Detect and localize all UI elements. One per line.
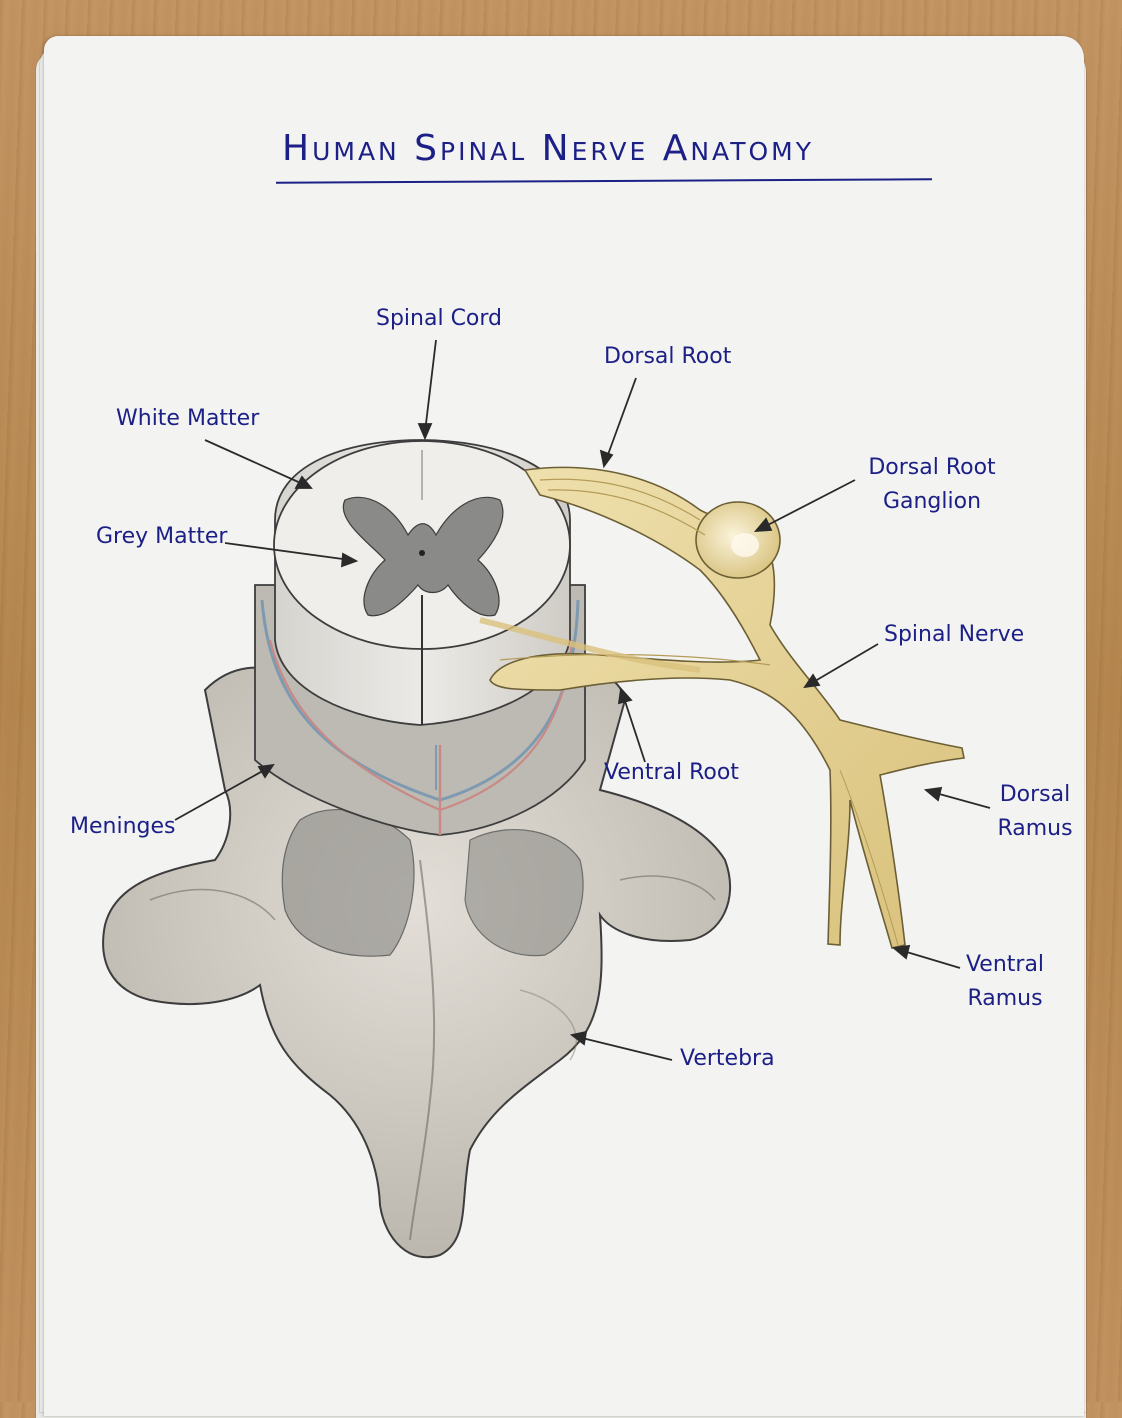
- label-dorsal-root: Dorsal Root: [604, 344, 732, 369]
- vertebra-drawing: [102, 666, 731, 1259]
- spinal-cord-drawing: [273, 439, 571, 726]
- label-ventral-ramus: Ventral Ramus: [960, 948, 1050, 1016]
- label-dorsal-ramus: Dorsal Ramus: [990, 778, 1080, 846]
- label-dorsal-ramus-line1: Dorsal: [999, 782, 1071, 807]
- label-dorsal-root-ganglion: Dorsal Root Ganglion: [862, 451, 1002, 519]
- arrow-white-matter: [204, 439, 306, 486]
- label-meninges: Meninges: [70, 814, 176, 839]
- label-spinal-cord: Spinal Cord: [376, 306, 503, 331]
- arrow-vertebra: [577, 1036, 673, 1061]
- label-dorsal-root-ganglion-line2: Ganglion: [882, 489, 982, 514]
- arrow-ventral-root: [622, 694, 646, 763]
- arrow-ventral-ramus: [899, 949, 961, 969]
- arrow-spinal-cord: [424, 339, 437, 433]
- label-dorsal-root-ganglion-line1: Dorsal Root: [868, 455, 996, 480]
- arrow-meninges: [174, 767, 269, 821]
- page-title: Human Spinal Nerve Anatomy: [282, 128, 815, 169]
- label-dorsal-ramus-line2: Ramus: [997, 816, 1073, 841]
- label-grey-matter: Grey Matter: [96, 524, 228, 549]
- label-ventral-ramus-line1: Ventral: [965, 952, 1045, 977]
- label-ventral-root: Ventral Root: [604, 760, 739, 785]
- arrow-dorsal-root: [605, 377, 637, 461]
- label-ventral-ramus-line2: Ramus: [967, 986, 1043, 1011]
- arrow-grey-matter: [224, 542, 351, 561]
- label-vertebra: Vertebra: [680, 1046, 775, 1071]
- label-white-matter: White Matter: [116, 406, 260, 431]
- leader-arrows: [174, 339, 991, 1061]
- arrow-dorsal-ramus: [931, 791, 991, 809]
- nerve-drawing: [479, 466, 965, 949]
- arrow-ganglion: [761, 479, 856, 529]
- label-spinal-nerve: Spinal Nerve: [884, 622, 1025, 647]
- arrow-spinal-nerve: [809, 643, 879, 685]
